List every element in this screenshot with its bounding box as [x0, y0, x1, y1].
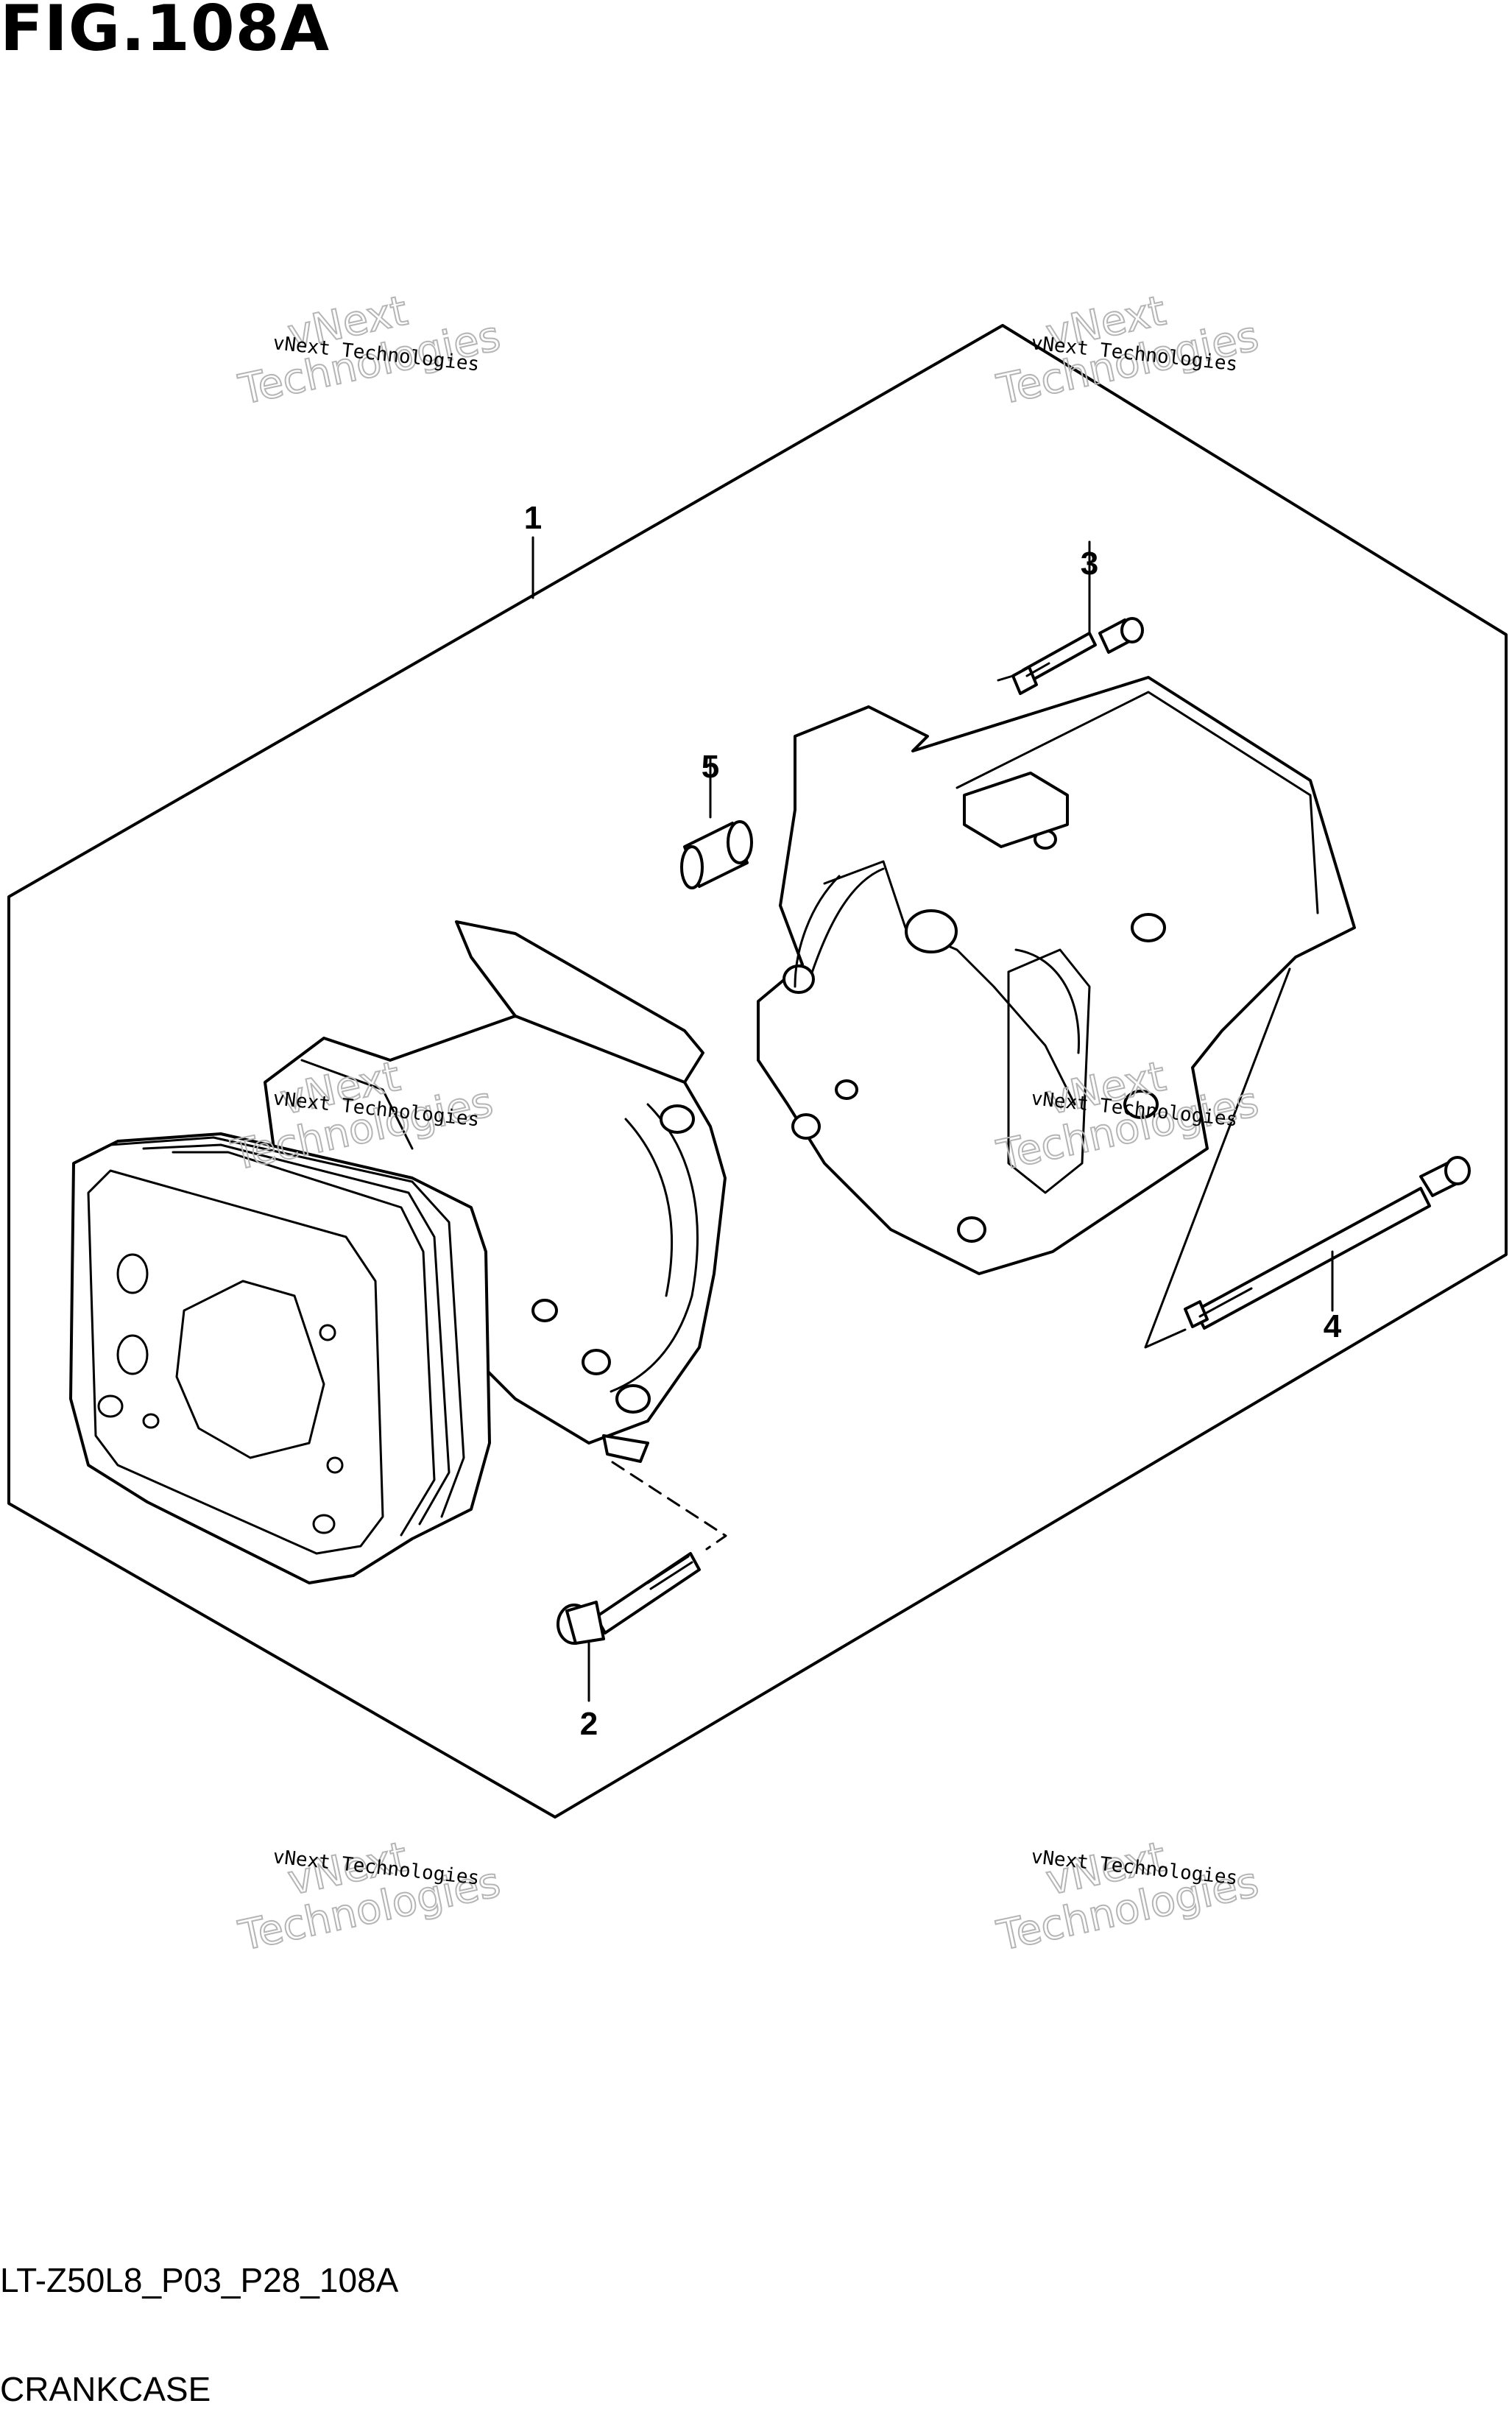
bolt-3: [997, 540, 1144, 695]
bolt-2: [557, 1461, 727, 1702]
callout-2: 2: [580, 1706, 598, 1742]
figure-title: FIG.108A: [0, 0, 331, 66]
callout-1: 1: [524, 500, 542, 536]
figure-code: LT-Z50L8_P03_P28_108A: [0, 2261, 399, 2299]
right-crankcase-half: [757, 676, 1356, 1275]
callout-3: 3: [1081, 546, 1098, 582]
callout-4: 4: [1324, 1308, 1342, 1344]
long-bolt-4: [1184, 1156, 1471, 1330]
bolt-4-locating-line: [1144, 967, 1291, 1349]
assembly-boundary-outline: [7, 324, 1508, 1819]
dowel-pin-5: [680, 757, 753, 889]
callout-5: 5: [702, 749, 719, 785]
figure-caption: CRANKCASE: [0, 2370, 211, 2408]
left-crankcase-half: [69, 920, 727, 1584]
